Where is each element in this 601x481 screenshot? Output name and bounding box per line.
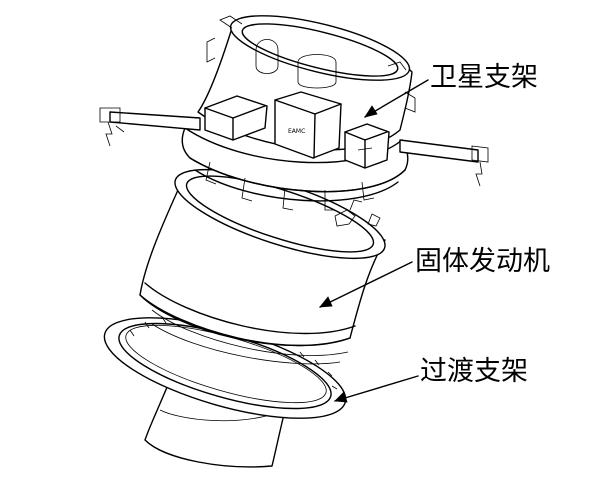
bracket-arm-right: [399, 139, 489, 187]
lower-fittings: [206, 37, 416, 227]
leader-satellite: [364, 79, 429, 118]
label-satellite-bracket: 卫星支架: [430, 62, 538, 93]
equipment-box-center: EAMC: [274, 91, 342, 159]
equipment-box-right: [344, 123, 390, 169]
leader-motor: [319, 261, 413, 308]
box-marking: EAMC: [288, 128, 305, 135]
bracket-arm-left: [99, 107, 201, 147]
satellite-bracket: EAMC: [99, 15, 489, 227]
equipment-box-left: [204, 95, 268, 141]
label-transition-bracket: 过渡支架: [420, 356, 528, 387]
leader-transition: [334, 375, 419, 403]
label-solid-motor: 固体发动机: [415, 246, 550, 277]
